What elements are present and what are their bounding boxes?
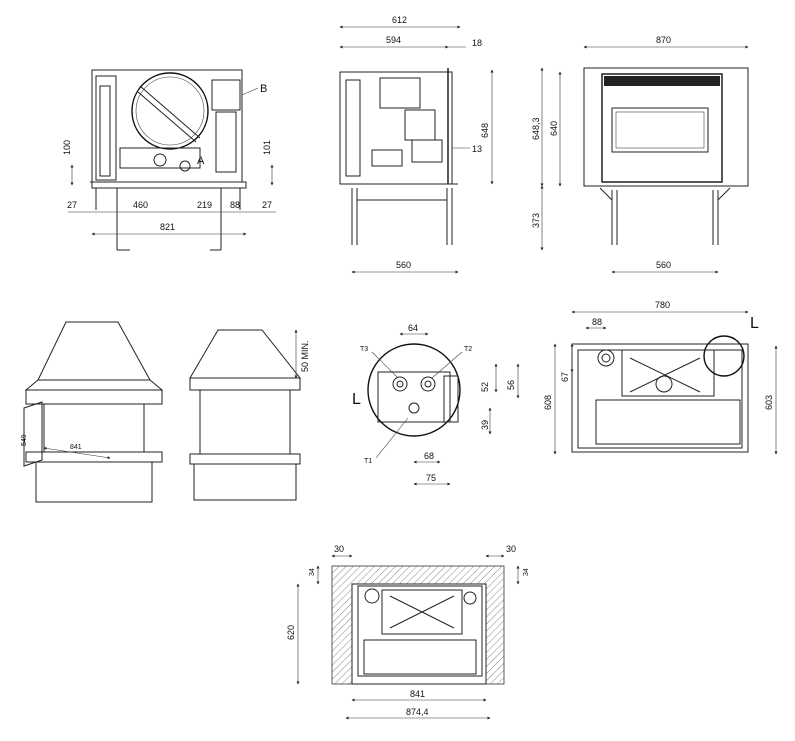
dim-101: 101 [262,140,272,155]
side-view: 612 594 18 648 13 560 [339,15,494,274]
installation-plan-view: 30 30 34 34 620 841 874,4 [286,544,530,720]
dim-34-left: 34 [309,568,316,576]
boiler-drum-icon [131,72,209,150]
dim-549-hood: 549 [21,434,28,446]
dim-874-4: 874,4 [406,707,429,717]
front-view: B A 100 101 27 460 219 88 27 821 [62,69,276,251]
dim-30-left: 30 [334,544,344,554]
fitting-t3-icon [392,376,408,392]
dim-648: 648 [480,123,490,138]
dim-821: 821 [160,222,175,232]
dim-100: 100 [62,140,72,155]
plan-view: L 780 88 67 608 603 [543,300,778,455]
label-t2: T2 [464,346,472,353]
dim-612: 612 [392,15,407,25]
label-t3: T3 [360,346,368,353]
dim-841-hood: 841 [70,444,82,451]
dim-68: 68 [424,451,434,461]
detail-l-callout-icon [703,335,745,377]
dim-34-right: 34 [523,568,530,576]
dim-780: 780 [655,300,670,310]
label-l-plan: L [750,315,759,332]
dim-64: 64 [408,323,418,333]
dim-50-min: 50 MIN. [300,340,310,372]
fitting-t2-icon [420,376,436,392]
dim-75: 75 [426,473,436,483]
dim-88-plan: 88 [592,317,602,327]
dim-841-install: 841 [410,689,425,699]
dim-373: 373 [531,213,541,228]
dim-640: 640 [549,121,559,136]
connection-detail-view: T3 T2 T1 L 64 52 56 39 68 75 [352,323,520,486]
dim-560-side: 560 [396,260,411,270]
label-t1: T1 [364,458,372,465]
dim-67: 67 [560,372,570,382]
label-l-detail: L [352,391,361,408]
hood-front-view: 50 MIN. [189,329,310,501]
dim-88: 88 [230,200,240,210]
dim-219: 219 [197,200,212,210]
dim-460: 460 [133,200,148,210]
fitting-t1-icon [408,402,420,414]
dim-39: 39 [480,420,490,430]
dim-560-rear: 560 [656,260,671,270]
dim-603: 603 [764,395,774,410]
dim-30-right: 30 [506,544,516,554]
label-b: B [260,83,267,95]
dim-870: 870 [656,35,671,45]
dim-648-3: 648,3 [531,117,541,140]
rear-view: 870 648,3 640 373 560 [531,35,749,274]
dim-620: 620 [286,625,296,640]
dim-56: 56 [506,380,516,390]
dim-13: 13 [472,144,482,154]
dim-27-left: 27 [67,200,77,210]
dim-27-right: 27 [262,200,272,210]
dim-52: 52 [480,382,490,392]
hood-perspective-view: 841 549 [21,321,164,503]
label-a: A [197,155,205,167]
dim-18: 18 [472,38,482,48]
dim-594: 594 [386,35,401,45]
dim-608: 608 [543,395,553,410]
